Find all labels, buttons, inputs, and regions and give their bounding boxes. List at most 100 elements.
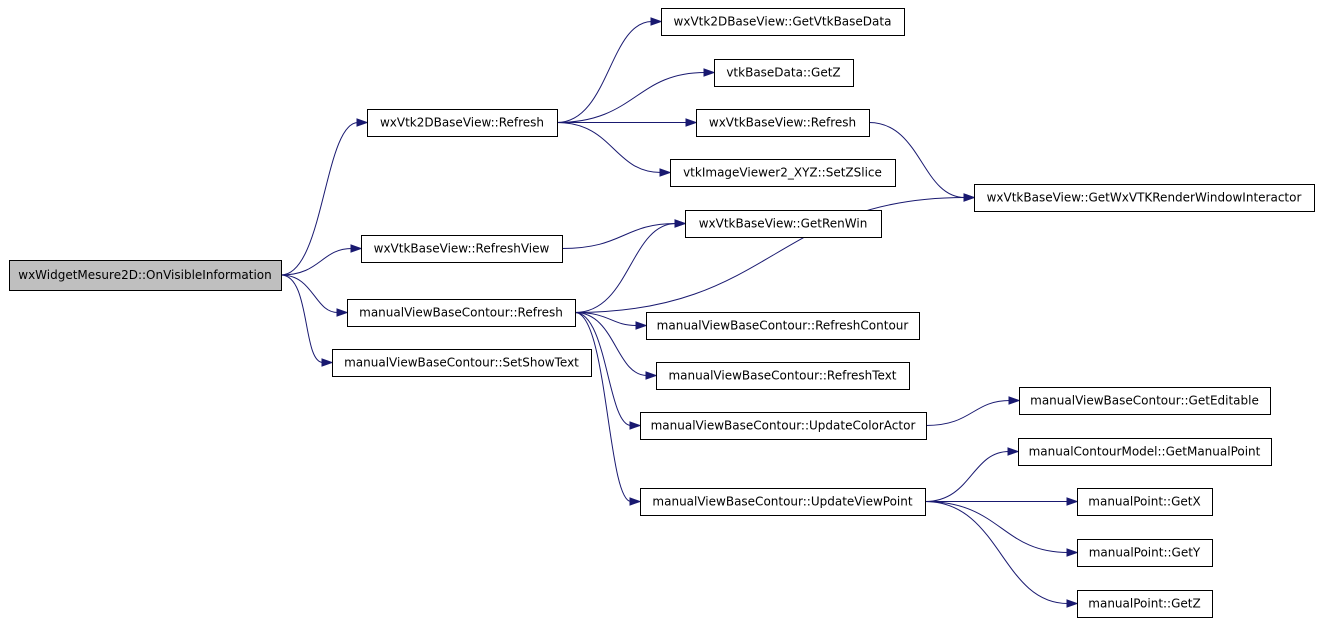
arrowhead (1008, 396, 1021, 405)
arrowhead (650, 17, 663, 26)
node-label: wxVtk2DBaseView::Refresh (380, 116, 544, 130)
arrowhead (703, 68, 716, 77)
edge-mvbc-refresh-to-refresh-text (574, 312, 658, 380)
node-box (646, 312, 920, 340)
node-get-manual-point[interactable]: manualContourModel::GetManualPoint (1018, 438, 1272, 466)
arrowhead (1007, 447, 1020, 456)
node-update-view-point[interactable]: manualViewBaseContour::UpdateViewPoint (640, 488, 926, 516)
arrowhead (629, 421, 642, 430)
node-label: wxVtkBaseView::GetRenWin (699, 217, 868, 231)
edges-layer (280, 17, 1079, 608)
edge-mvbc-refresh-to-update-view-point (574, 312, 642, 506)
edge-line (574, 312, 632, 502)
node-refresh-contour[interactable]: manualViewBaseContour::RefreshContour (646, 312, 920, 340)
node-refresh-view[interactable]: wxVtkBaseView::RefreshView (361, 235, 563, 263)
node-set-show-text[interactable]: manualViewBaseContour::SetShowText (332, 349, 592, 377)
edge-line (924, 501, 1069, 604)
node-get-x[interactable]: manualPoint::GetX (1077, 488, 1213, 516)
edge-update-color-actor-to-get-editable (925, 396, 1021, 426)
edge-line (574, 312, 648, 376)
arrowhead (336, 308, 349, 317)
node-label: manualViewBaseContour::UpdateViewPoint (652, 495, 912, 509)
edge-wx2d-refresh-to-wx-vtk-refresh (557, 118, 698, 127)
arrowhead (659, 168, 672, 177)
edge-wx2d-refresh-to-get-vtk-base-data (556, 17, 663, 123)
arrowhead (1066, 599, 1079, 608)
node-get-editable[interactable]: manualViewBaseContour::GetEditable (1019, 387, 1271, 415)
edge-line (280, 274, 339, 313)
arrowhead (963, 193, 976, 202)
node-label: manualViewBaseContour::GetEditable (1030, 394, 1259, 408)
node-box (640, 412, 927, 440)
arrowhead (629, 497, 642, 506)
edge-mvbc-refresh-to-get-ren-win (574, 219, 687, 313)
edge-line (925, 400, 1011, 426)
edge-mvbc-refresh-to-refresh-contour (574, 312, 648, 330)
node-box (685, 210, 882, 238)
node-mvbc-refresh[interactable]: manualViewBaseContour::Refresh (347, 299, 576, 327)
node-label: wxVtkBaseView::Refresh (709, 116, 856, 130)
node-vtk-get-z[interactable]: vtkBaseData::GetZ (714, 59, 854, 87)
node-root[interactable]: wxWidgetMesure2D::OnVisibleInformation (9, 260, 282, 291)
node-box (656, 362, 910, 390)
edge-root-to-mvbc-refresh (280, 274, 349, 317)
node-box (696, 109, 870, 137)
node-label: vtkImageViewer2_XYZ::SetZSlice (683, 166, 882, 180)
node-get-vtk-base-data[interactable]: wxVtk2DBaseView::GetVtkBaseData (661, 8, 905, 36)
node-box (9, 260, 282, 291)
node-set-zslice[interactable]: vtkImageViewer2_XYZ::SetZSlice (670, 159, 896, 187)
node-label: wxVtkBaseView::RefreshView (374, 242, 550, 256)
edge-line (556, 21, 653, 123)
edge-line (924, 501, 1069, 553)
node-box (1077, 539, 1213, 567)
edge-root-to-refresh-view (280, 244, 363, 276)
edge-line (561, 223, 677, 249)
node-box (1019, 387, 1271, 415)
node-box (1077, 488, 1213, 516)
node-box (974, 184, 1315, 212)
node-box (332, 349, 592, 377)
node-refresh-text[interactable]: manualViewBaseContour::RefreshText (656, 362, 910, 390)
edge-wx2d-refresh-to-set-zslice (556, 122, 672, 177)
node-get-y[interactable]: manualPoint::GetY (1077, 539, 1213, 567)
node-box (367, 109, 558, 137)
edge-line (280, 248, 353, 276)
node-wx2d-refresh[interactable]: wxVtk2DBaseView::Refresh (367, 109, 558, 137)
edge-refresh-view-to-get-ren-win (561, 219, 687, 249)
edge-line (556, 122, 662, 173)
edge-line (574, 197, 966, 313)
node-wx-vtk-refresh[interactable]: wxVtkBaseView::Refresh (696, 109, 870, 137)
edge-update-view-point-to-get-x (925, 497, 1079, 506)
node-label: manualViewBaseContour::SetShowText (344, 356, 579, 370)
edge-update-view-point-to-get-manual-point (924, 447, 1020, 502)
edge-wx2d-refresh-to-vtk-get-z (556, 68, 716, 123)
node-label: manualViewBaseContour::UpdateColorActor (651, 419, 916, 433)
node-label: manualPoint::GetX (1088, 495, 1200, 509)
edge-line (556, 72, 706, 123)
node-label: manualViewBaseContour::RefreshContour (657, 319, 909, 333)
edge-line (868, 122, 966, 198)
node-box (347, 299, 576, 327)
edge-line (280, 274, 324, 363)
node-get-ren-win[interactable]: wxVtkBaseView::GetRenWin (685, 210, 882, 238)
edge-line (574, 223, 677, 313)
edge-mvbc-refresh-to-get-interactor (574, 193, 976, 313)
node-get-interactor[interactable]: wxVtkBaseView::GetWxVTKRenderWindowInter… (974, 184, 1315, 212)
node-box (1077, 590, 1213, 618)
node-get-z[interactable]: manualPoint::GetZ (1077, 590, 1213, 618)
node-update-color-actor[interactable]: manualViewBaseContour::UpdateColorActor (640, 412, 927, 440)
node-label: wxVtkBaseView::GetWxVTKRenderWindowInter… (987, 191, 1302, 205)
nodes-layer: wxWidgetMesure2D::OnVisibleInformation wx… (9, 8, 1315, 618)
node-label: wxWidgetMesure2D::OnVisibleInformation (18, 268, 272, 282)
node-box (661, 8, 905, 36)
node-label: manualPoint::GetZ (1088, 597, 1200, 611)
node-box (670, 159, 896, 187)
edge-line (924, 451, 1010, 502)
node-label: manualViewBaseContour::Refresh (359, 306, 563, 320)
arrowhead (1066, 548, 1079, 557)
arrowhead (685, 118, 698, 127)
edge-update-view-point-to-get-z (924, 501, 1079, 608)
node-label: manualPoint::GetY (1089, 546, 1201, 560)
arrowhead (635, 321, 648, 330)
